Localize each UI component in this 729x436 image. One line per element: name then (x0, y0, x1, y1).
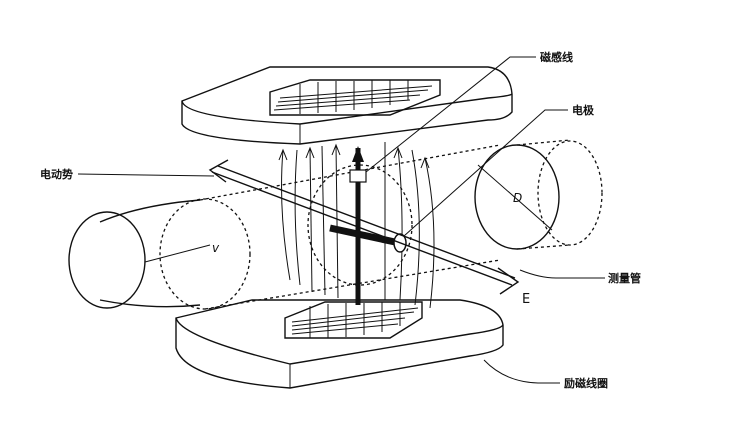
leader-emf (77, 173, 215, 177)
diameter-indicator: D (477, 164, 553, 231)
leader-electrode (403, 109, 568, 237)
diameter-symbol: D (513, 191, 522, 205)
field-symbol: E (522, 292, 530, 307)
label-electrode: 电极 (572, 103, 595, 117)
label-emf: 电动势 (40, 167, 73, 181)
measuring-tube (68, 139, 603, 310)
label-magnetic-field-lines: 磁感线 (540, 50, 573, 64)
leader-magnetic-field-lines (365, 56, 536, 173)
electrode-rod (329, 224, 407, 253)
top-coil-winding (269, 79, 441, 116)
leader-excitation-coil (483, 359, 560, 384)
magnetic-field-lines (278, 142, 435, 309)
label-measuring-tube: 测量管 (608, 271, 641, 285)
velocity-indicator: v (144, 241, 220, 263)
label-excitation-coil: 励磁线圈 (564, 376, 608, 390)
emf-arrow (208, 159, 520, 295)
top-pole-piece (181, 66, 513, 145)
bottom-coil-winding (284, 301, 423, 339)
bottom-pole-piece (175, 299, 504, 389)
velocity-symbol: v (212, 241, 220, 255)
leader-measuring-tube (519, 269, 605, 279)
